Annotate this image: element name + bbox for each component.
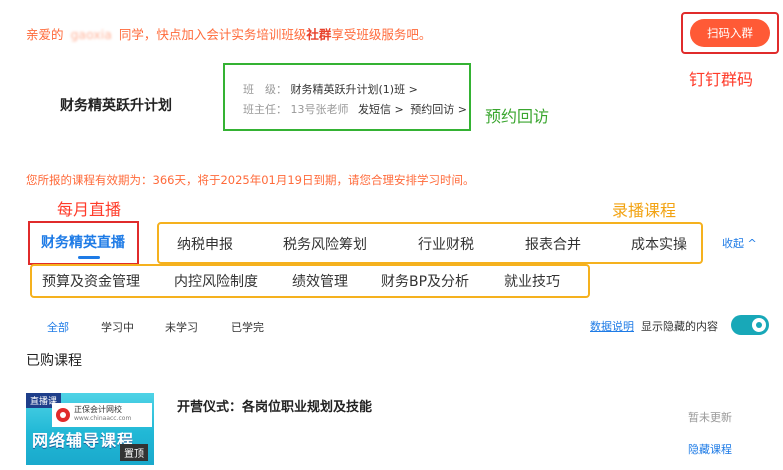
course-thumbnail[interactable]: 直播课 正保会计网校 www.chinaacc.com 网络辅导课程 置顶 bbox=[26, 393, 154, 465]
annotation-monthly-live: 每月直播 bbox=[57, 200, 122, 219]
category-cost-practice[interactable]: 成本实操 bbox=[631, 237, 687, 253]
course-status: 暂未更新 bbox=[688, 411, 732, 424]
filter-not-started[interactable]: 未学习 bbox=[165, 321, 198, 334]
category-tax-risk[interactable]: 税务风险筹划 bbox=[283, 237, 367, 253]
username-blurred: gaoxia bbox=[70, 27, 112, 42]
join-group-notice: 亲爱的 gaoxia 同学，快点加入会计实务培训班级社群享受班级服务吧。 bbox=[26, 24, 431, 43]
active-tab-underline bbox=[78, 256, 100, 259]
category-performance[interactable]: 绩效管理 bbox=[292, 274, 348, 290]
data-explain-link[interactable]: 数据说明 bbox=[590, 320, 634, 333]
teacher-row: 班主任： 13号张老师 发短信 > 预约回访 > bbox=[243, 101, 467, 117]
pinned-badge: 置顶 bbox=[120, 444, 148, 461]
show-hidden-label: 显示隐藏的内容 bbox=[641, 320, 718, 333]
class-info-box: 班 级： 财务精英跃升计划(1)班 > 班主任： 13号张老师 发短信 > 预约… bbox=[223, 63, 471, 131]
logo-url: www.chinaacc.com bbox=[74, 415, 132, 422]
category-budget-funds[interactable]: 预算及资金管理 bbox=[42, 274, 140, 290]
category-tax-filing[interactable]: 纳税申报 bbox=[177, 237, 233, 253]
greeting-prefix: 亲爱的 bbox=[26, 27, 64, 42]
class-label: 班 级： bbox=[243, 83, 287, 96]
show-hidden-toggle[interactable] bbox=[731, 315, 769, 335]
recorded-courses-box-row2 bbox=[30, 264, 590, 298]
logo-brand: 正保会计网校 bbox=[74, 405, 122, 414]
collapse-toggle[interactable]: 收起 ^ bbox=[722, 237, 757, 250]
greeting-suffix: 享受班级服务吧。 bbox=[331, 27, 432, 42]
purchased-courses-title: 已购课程 bbox=[26, 353, 82, 369]
teacher-name: 13号张老师 bbox=[290, 103, 349, 116]
thumb-headline: 网络辅导课程 bbox=[32, 431, 135, 450]
annotation-dingtalk: 钉钉群码 bbox=[689, 70, 754, 89]
category-statement-consolidation[interactable]: 报表合并 bbox=[525, 237, 581, 253]
hide-course-link[interactable]: 隐藏课程 bbox=[688, 443, 732, 456]
send-sms-link[interactable]: 发短信 > bbox=[358, 103, 404, 116]
logo-icon bbox=[56, 408, 70, 422]
course-title[interactable]: 开营仪式：各岗位职业规划及技能 bbox=[177, 400, 373, 415]
school-logo: 正保会计网校 www.chinaacc.com bbox=[52, 403, 152, 427]
scan-to-join-button[interactable]: 扫码入群 bbox=[690, 19, 770, 47]
class-row: 班 级： 财务精英跃升计划(1)班 > bbox=[243, 81, 418, 97]
annotation-appointment: 预约回访 bbox=[485, 107, 550, 126]
recorded-courses-box-row1 bbox=[157, 222, 703, 264]
course-validity-notice: 您所报的课程有效期为：366天，将于2025年01月19日到期，请您合理安排学习… bbox=[26, 173, 475, 187]
plan-title: 财务精英跃升计划 bbox=[60, 98, 172, 114]
greeting-highlight: 社群 bbox=[306, 27, 332, 42]
annotation-recorded: 录播课程 bbox=[612, 201, 677, 220]
category-job-skills[interactable]: 就业技巧 bbox=[504, 274, 560, 290]
class-link[interactable]: 财务精英跃升计划(1)班 > bbox=[290, 83, 418, 96]
filter-in-progress[interactable]: 学习中 bbox=[101, 321, 134, 334]
tab-finance-elite-live[interactable]: 财务精英直播 bbox=[41, 235, 125, 251]
category-internal-control[interactable]: 内控风险制度 bbox=[174, 274, 258, 290]
toggle-knob bbox=[752, 318, 766, 332]
category-finance-bp[interactable]: 财务BP及分析 bbox=[381, 274, 470, 290]
scan-button-annotation-box bbox=[681, 12, 779, 54]
teacher-label: 班主任： bbox=[243, 103, 287, 116]
filter-all[interactable]: 全部 bbox=[47, 321, 69, 334]
greeting-middle: 同学，快点加入会计实务培训班级 bbox=[118, 27, 307, 42]
category-industry-tax[interactable]: 行业财税 bbox=[418, 237, 474, 253]
appointment-link[interactable]: 预约回访 > bbox=[410, 103, 467, 116]
filter-completed[interactable]: 已学完 bbox=[231, 321, 264, 334]
